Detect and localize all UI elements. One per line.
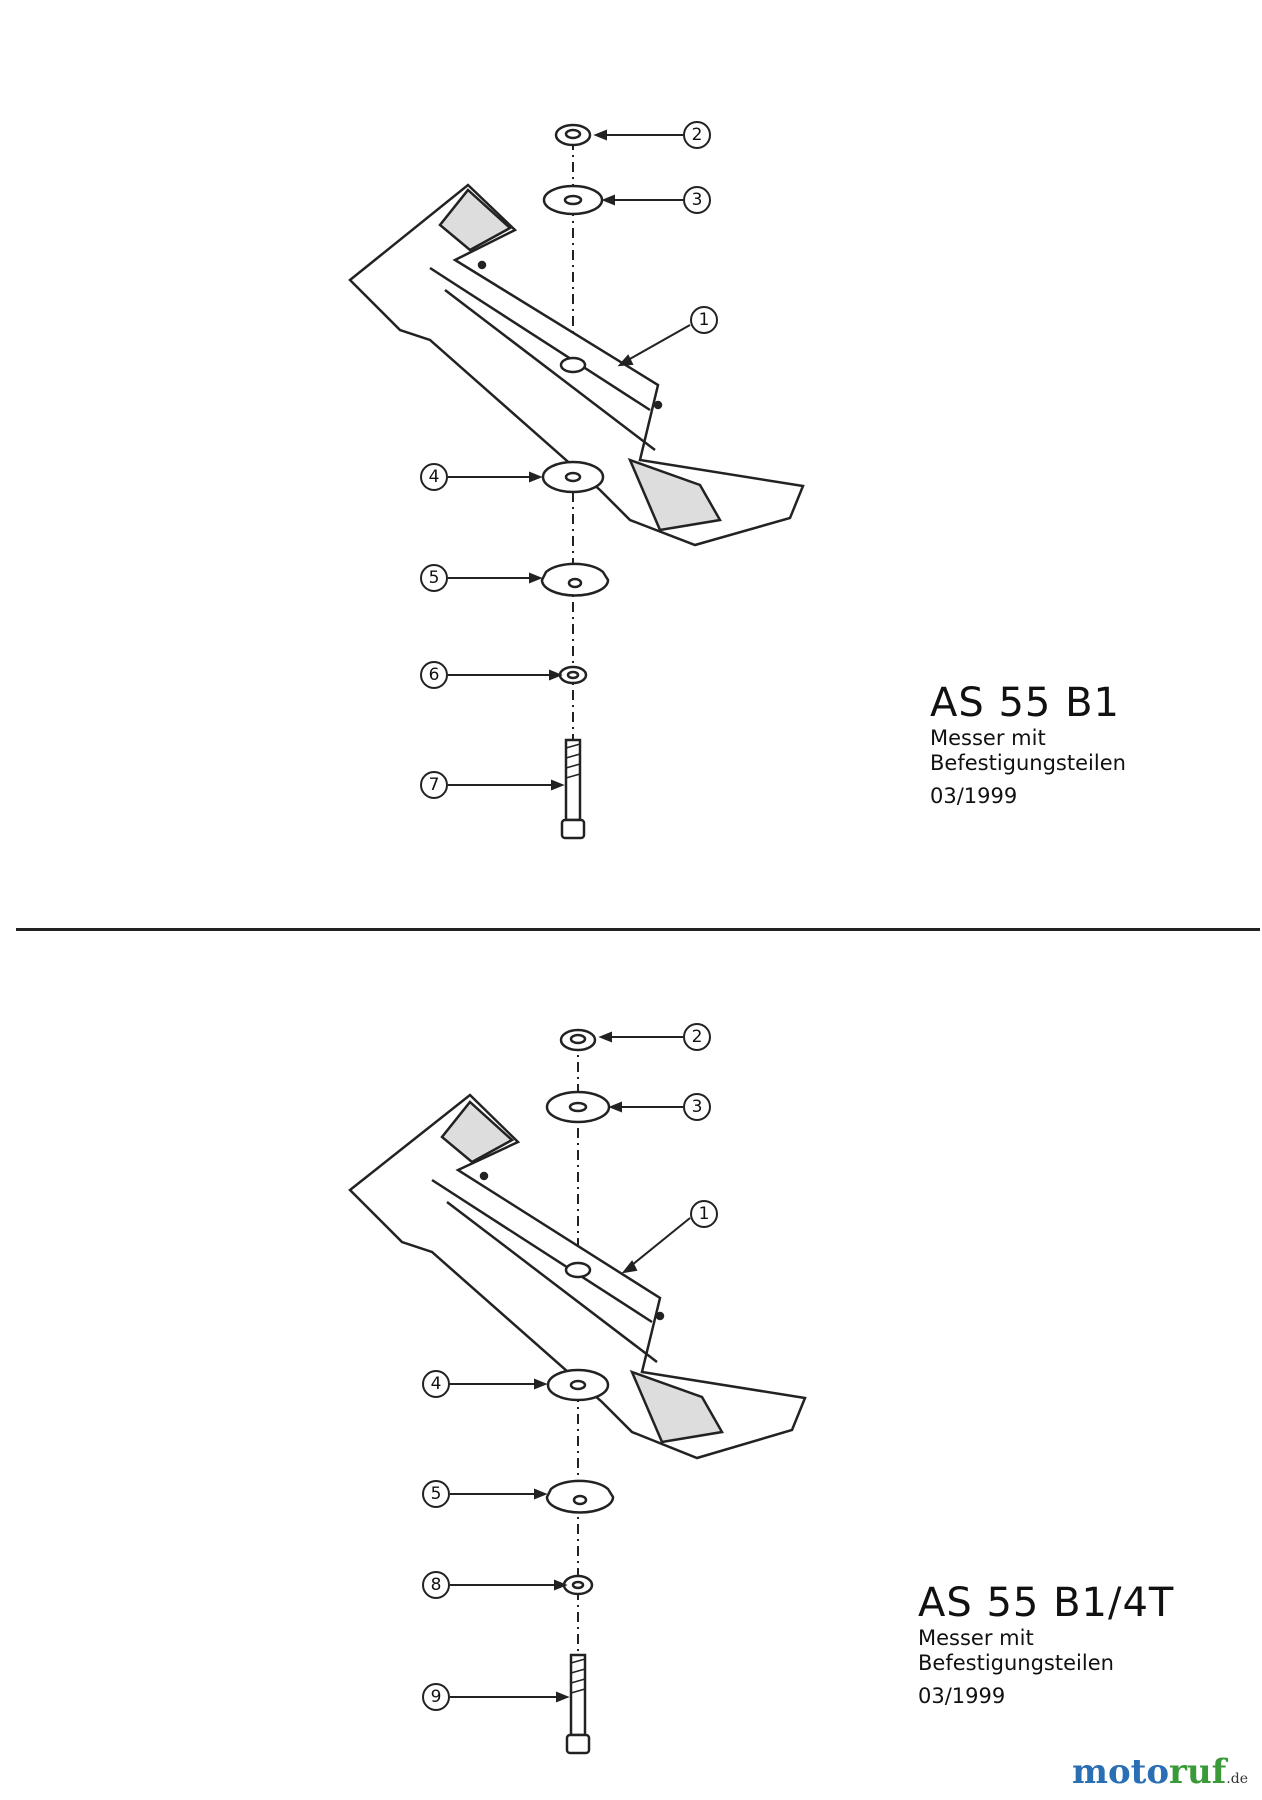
diagram-panel-as55b1: 2 3 1 4 5 6 7 AS 55 B1 Messer mit Befest… [348, 121, 1126, 840]
blade-part-1 [348, 183, 805, 547]
bolt-part-9 [565, 1653, 591, 1755]
model-title: AS 55 B1 [930, 680, 1120, 726]
callout-1: 1 [690, 1200, 718, 1228]
callout-8: 8 [422, 1571, 450, 1599]
washer-part-3 [542, 184, 604, 216]
leader-lines [448, 129, 691, 791]
description-line-2: Befestigungsteilen [918, 1651, 1114, 1675]
callout-2: 2 [683, 121, 711, 149]
blade-part-1 [348, 1093, 807, 1460]
holder-part-5 [545, 1479, 615, 1514]
description-line-1: Messer mit [918, 1626, 1034, 1650]
callout-3: 3 [683, 1093, 711, 1121]
callout-5: 5 [420, 564, 448, 592]
watermark-part-2: ruf [1169, 1752, 1227, 1792]
callout-1: 1 [690, 306, 718, 334]
description-line-1: Messer mit [930, 726, 1046, 750]
watermark-suffix: .de [1226, 1771, 1248, 1787]
description-line-2: Befestigungsteilen [930, 751, 1126, 775]
callout-7: 7 [420, 771, 448, 799]
callout-2: 2 [683, 1023, 711, 1051]
title-block-as55b1: AS 55 B1 Messer mit Befestigungsteilen 0… [930, 680, 1126, 808]
callout-4: 4 [422, 1370, 450, 1398]
exploded-view-drawing [348, 123, 805, 840]
title-block-as55b1-4t: AS 55 B1/4T Messer mit Befestigungsteile… [918, 1580, 1174, 1708]
nut-part-8 [562, 1574, 594, 1596]
disc-part-4 [546, 1368, 610, 1402]
callout-3: 3 [683, 186, 711, 214]
watermark-logo: motoruf.de [1072, 1752, 1248, 1792]
callout-5: 5 [422, 1480, 450, 1508]
disc-part-4 [541, 460, 605, 494]
date-label: 03/1999 [918, 1684, 1006, 1708]
diagram-panel-as55b1-4t: 2 3 1 4 5 8 9 AS 55 B1/4T Messer mit Bef… [0, 920, 1262, 1800]
nut-part-2 [559, 1028, 597, 1052]
holder-part-5 [540, 562, 610, 597]
nut-part-2 [554, 123, 592, 147]
leader-lines [450, 1031, 691, 1703]
watermark-part-1: moto [1071, 1752, 1170, 1792]
callout-9: 9 [422, 1683, 450, 1711]
nut-part-6 [558, 665, 588, 685]
model-title: AS 55 B1/4T [918, 1580, 1175, 1626]
section-divider [16, 928, 1260, 931]
exploded-view-drawing [348, 1028, 807, 1755]
date-label: 03/1999 [930, 784, 1018, 808]
callout-4: 4 [420, 463, 448, 491]
bolt-part-7 [560, 738, 586, 840]
callout-6: 6 [420, 661, 448, 689]
washer-part-3 [545, 1090, 611, 1124]
